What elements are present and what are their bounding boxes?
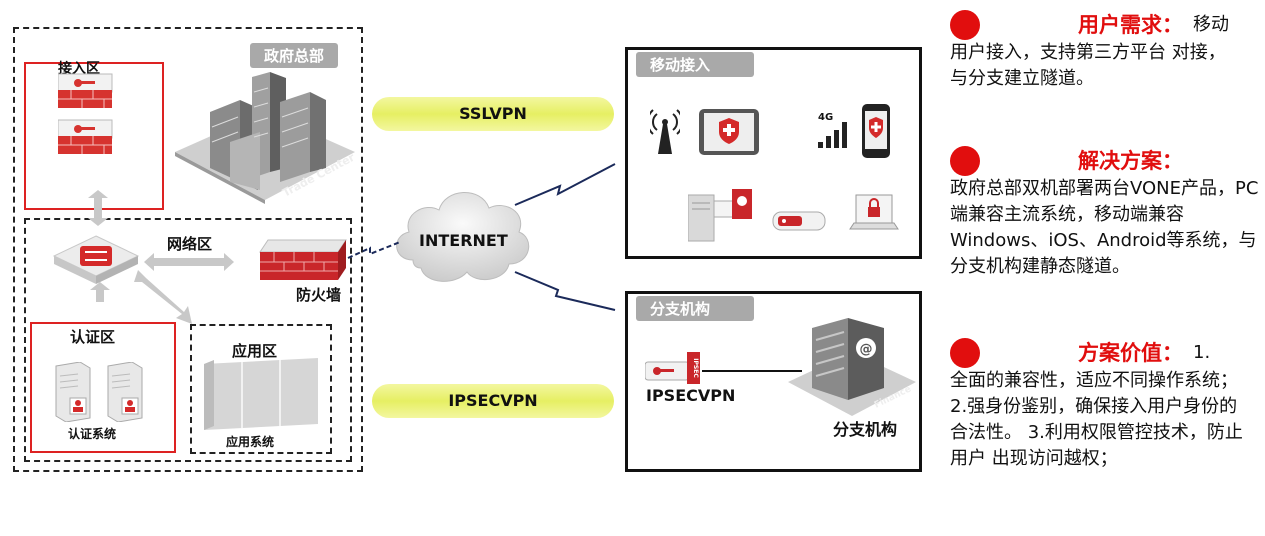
phone-icon xyxy=(862,104,890,158)
need-bullet-icon xyxy=(950,10,980,40)
network-inner-frame xyxy=(24,218,352,462)
ipsec-device-icon: IPSEC xyxy=(645,352,700,384)
solution-header: 解决方案： xyxy=(950,146,1262,176)
auth-system-label: 认证系统 xyxy=(68,427,117,441)
gov-hq-label: 政府总部 xyxy=(250,43,339,68)
value-bullet-icon xyxy=(950,338,980,368)
solution-section: 解决方案： 政府总部双机部署两台VONE产品，PC端兼容主流系统，移动端兼容Wi… xyxy=(950,146,1262,280)
solution-title: 解决方案： xyxy=(1078,149,1183,173)
laptop-icon xyxy=(849,194,899,230)
app-system-label: 应用系统 xyxy=(226,435,275,449)
need-text-inline: 移动 xyxy=(1193,14,1229,35)
access-zone-label: 接入区 xyxy=(58,61,100,77)
svg-text:@: @ xyxy=(860,342,873,357)
sslvpn-label: SSLVPN xyxy=(459,104,527,123)
auth-server-icon-1 xyxy=(55,362,91,422)
ipsecvpn-link: IPSECVPN xyxy=(372,384,614,418)
access-device-icon-1 xyxy=(58,73,113,108)
need-header: 用户需求： 移动 xyxy=(950,10,1262,40)
sslvpn-link: SSLVPN xyxy=(372,97,614,131)
auth-zone-label: 认证区 xyxy=(70,328,116,346)
need-section: 用户需求： 移动 用户接入，支持第三方平台 对接，与分支建立隧道。 xyxy=(950,10,1262,92)
branch-building-icon: @ Finance xyxy=(788,318,916,416)
gov-hq-frame xyxy=(13,27,363,472)
branch-connection-line xyxy=(702,370,802,372)
signal-label: 4G xyxy=(818,112,834,123)
network-switch-icon xyxy=(52,235,140,284)
zone-arrows xyxy=(88,190,234,324)
mobile-access-box xyxy=(625,47,922,259)
wireless-links xyxy=(347,163,616,311)
hq-building-illustration: Trade Center xyxy=(175,72,357,204)
signal-bars-icon xyxy=(818,122,847,148)
branch-label: 分支机构 xyxy=(833,420,898,439)
auth-zone-box xyxy=(30,322,176,453)
need-text: 用户接入，支持第三方平台 对接，与分支建立隧道。 xyxy=(950,42,1226,89)
internet-label: INTERNET xyxy=(419,231,508,250)
value-title: 方案价值： xyxy=(1078,341,1183,365)
value-text-inline: 1. xyxy=(1193,342,1211,363)
app-zone-box xyxy=(190,324,332,454)
tablet-icon xyxy=(699,109,759,155)
pc-icon xyxy=(688,189,752,242)
solution-text: 政府总部双机部署两台VONE产品，PC端兼容主流系统，移动端兼容Windows、… xyxy=(950,178,1259,277)
app-zone-label: 应用区 xyxy=(232,342,278,360)
need-title: 用户需求： xyxy=(1078,13,1183,37)
solution-bullet-icon xyxy=(950,146,980,176)
app-system-icon xyxy=(204,358,318,430)
access-device-icon-2 xyxy=(58,119,113,154)
mobile-access-title: 移动接入 xyxy=(636,52,754,77)
usb-key-icon xyxy=(772,211,826,231)
firewall-label: 防火墙 xyxy=(296,286,342,304)
ipsec-device-label: IPSECVPN xyxy=(646,386,736,405)
value-header: 方案价值： 1. xyxy=(950,338,1262,368)
network-zone-label: 网络区 xyxy=(167,235,213,253)
firewall-icon xyxy=(259,239,347,280)
antenna-icon xyxy=(650,109,680,154)
value-section: 方案价值： 1. 全面的兼容性，适应不同操作系统； 2.强身份鉴别，确保接入用户… xyxy=(950,338,1262,472)
branch-title: 分支机构 xyxy=(636,296,754,321)
branch-box xyxy=(625,291,922,472)
internet-cloud-icon xyxy=(396,192,530,282)
ipsecvpn-label: IPSECVPN xyxy=(448,391,538,410)
auth-server-icon-2 xyxy=(107,362,143,422)
value-text: 全面的兼容性，适应不同操作系统； 2.强身份鉴别，确保接入用户身份的合法性。 3… xyxy=(950,370,1243,469)
ipsec-device-tag: IPSEC xyxy=(692,358,699,378)
